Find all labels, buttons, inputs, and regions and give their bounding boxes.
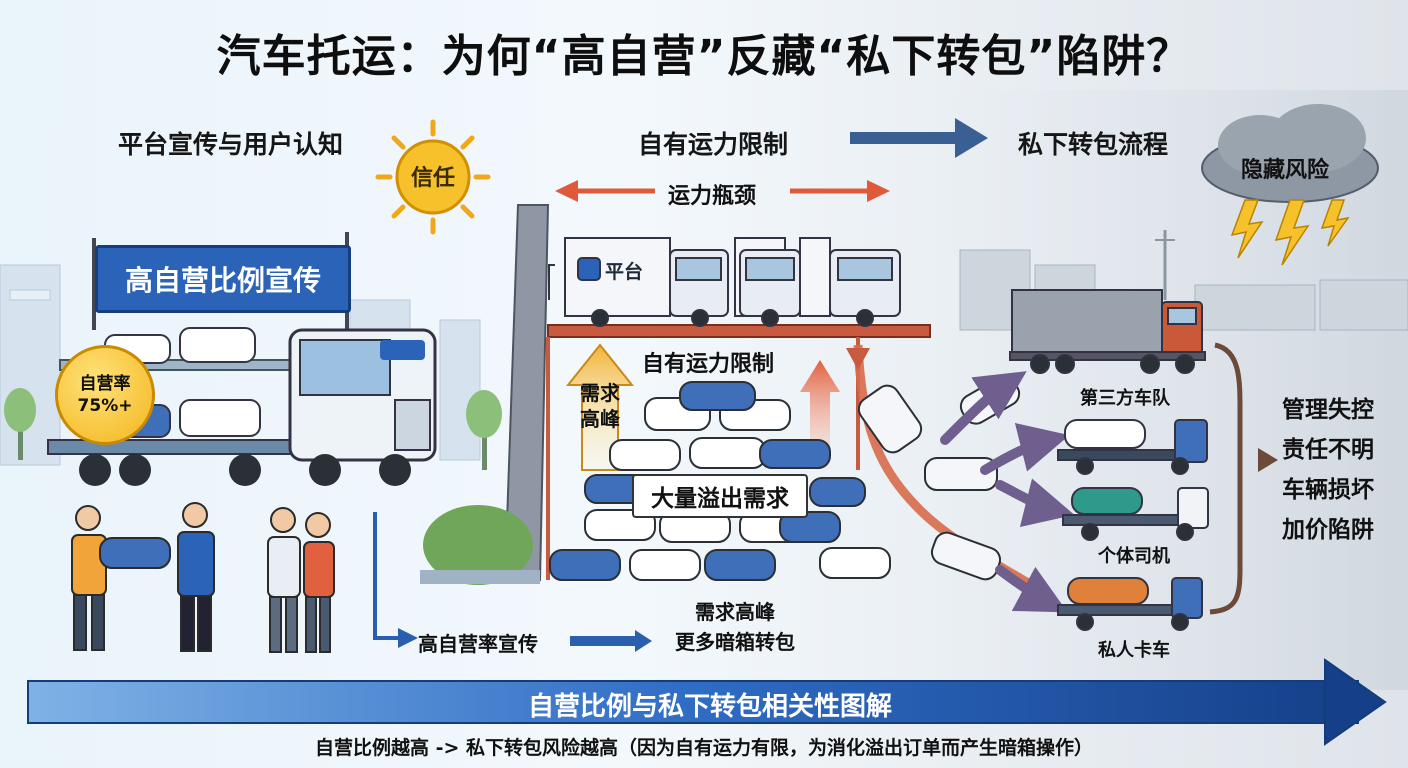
demand-peak-line2: 高峰: [580, 407, 620, 431]
carrier-third-party: 第三方车队: [1080, 388, 1170, 409]
carrier-individual: 个体司机: [1098, 546, 1170, 567]
bottleneck-double-arrow: [555, 180, 890, 202]
platform-truck-fleet-icon: [564, 237, 901, 327]
third-party-fleet-truck-icon: [1009, 289, 1206, 374]
section-title-left: 平台宣传与用户认知: [118, 130, 344, 159]
page-title: 汽车托运：为何“高自营”反藏“私下转包”陷阱？: [216, 31, 1192, 82]
tow-truck-blue-icon: [1057, 419, 1208, 475]
overflow-car-pile-icon: [549, 381, 891, 581]
caption-line1: 需求高峰: [695, 600, 775, 624]
self-operated-rate-badge: 自营率 75%+: [55, 345, 155, 445]
demand-peak-label: 需求 高峰: [572, 380, 628, 432]
badge-line2: 75%+: [77, 396, 133, 416]
promo-label: 高自营率宣传: [418, 632, 538, 656]
risk-item: 管理失控: [1282, 397, 1374, 423]
people-handover-icon: [71, 502, 335, 653]
tow-truck-private-icon: [1057, 577, 1203, 631]
correlation-bar-title: 自营比例与私下转包相关性图解: [527, 692, 892, 722]
carrier-private-truck: 私人卡车: [1098, 640, 1170, 661]
risk-item: 车辆损坏: [1282, 477, 1374, 503]
overflow-demand-box: 大量溢出需求: [632, 474, 808, 518]
demand-peak-line1: 需求: [580, 381, 620, 405]
truck-logo-text: 平台: [605, 261, 644, 283]
section-title-middle: 自有运力限制: [638, 130, 789, 159]
storm-cloud-icon: [1201, 104, 1379, 266]
demand-peak-caption: 需求高峰 更多暗箱转包: [655, 597, 815, 657]
car-carrier-truck-icon: [47, 327, 437, 486]
sun-icon: [375, 119, 491, 235]
risk-item: 加价陷阱: [1282, 517, 1374, 543]
risk-item: 责任不明: [1282, 437, 1374, 463]
bottleneck-label: 运力瓶颈: [668, 184, 757, 209]
section-title-right: 私下转包流程: [1018, 130, 1169, 159]
self-operated-banner: 高自营比例宣传: [95, 245, 351, 313]
hidden-risk-label: 隐藏风险: [1240, 158, 1329, 183]
caption-line2: 更多暗箱转包: [675, 630, 795, 654]
inner-capacity-title: 自有运力限制: [642, 352, 775, 377]
tow-truck-white-icon: [1062, 487, 1209, 541]
badge-line1: 自营率: [79, 374, 131, 394]
sun-label: 信任: [410, 166, 455, 191]
footnote: 自营比例越高 -> 私下转包风险越高（因为自有运力有限，为消化溢出订单而产生暗箱…: [314, 737, 1094, 759]
